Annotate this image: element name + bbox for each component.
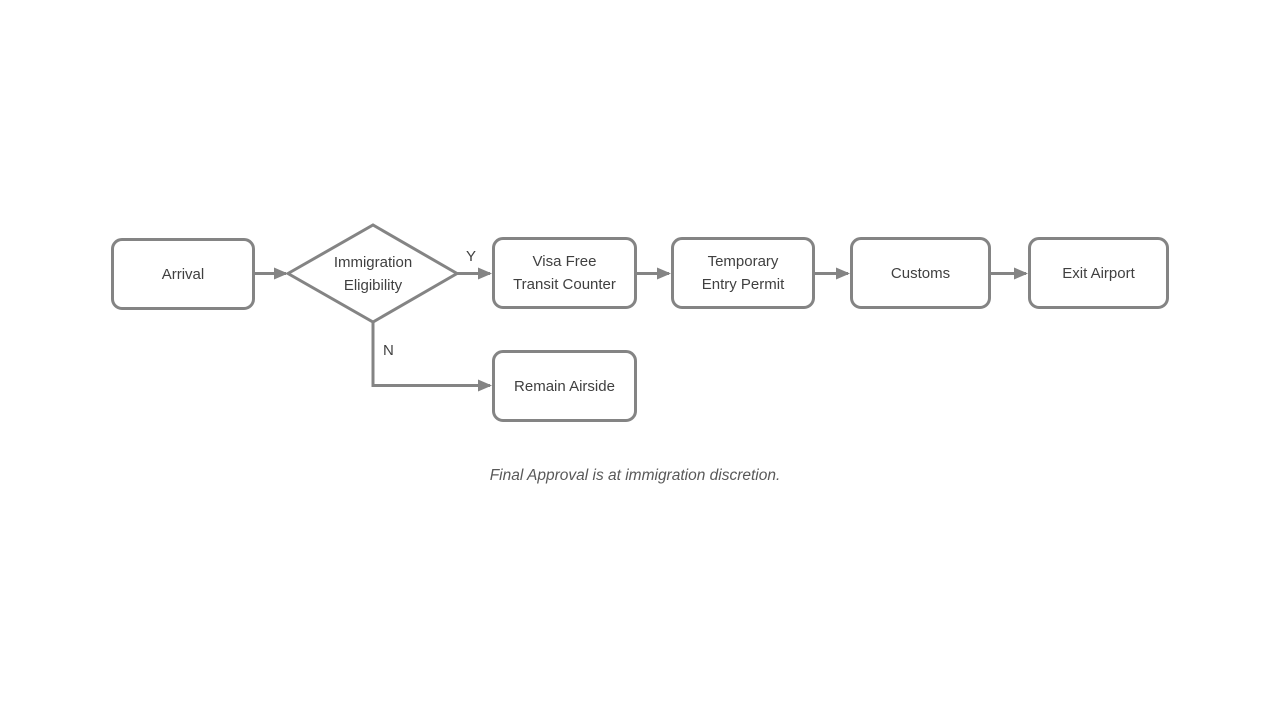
node-immigration-eligibility-label: Immigration Eligibility	[333, 253, 413, 294]
node-temporary-entry-permit: Temporary Entry Permit	[671, 237, 815, 309]
node-exit-airport: Exit Airport	[1028, 237, 1169, 309]
branch-label-no: N	[383, 342, 394, 359]
node-visa-free-transit-counter: Visa Free Transit Counter	[492, 237, 637, 309]
node-remain-airside: Remain Airside	[492, 350, 637, 422]
node-customs: Customs	[850, 237, 991, 309]
diagram-footnote: Final Approval is at immigration discret…	[489, 467, 781, 484]
branch-label-yes: Y	[466, 248, 477, 265]
node-arrival: Arrival	[111, 238, 255, 310]
arrow-eligibility-to-remain-airside	[371, 322, 492, 392]
